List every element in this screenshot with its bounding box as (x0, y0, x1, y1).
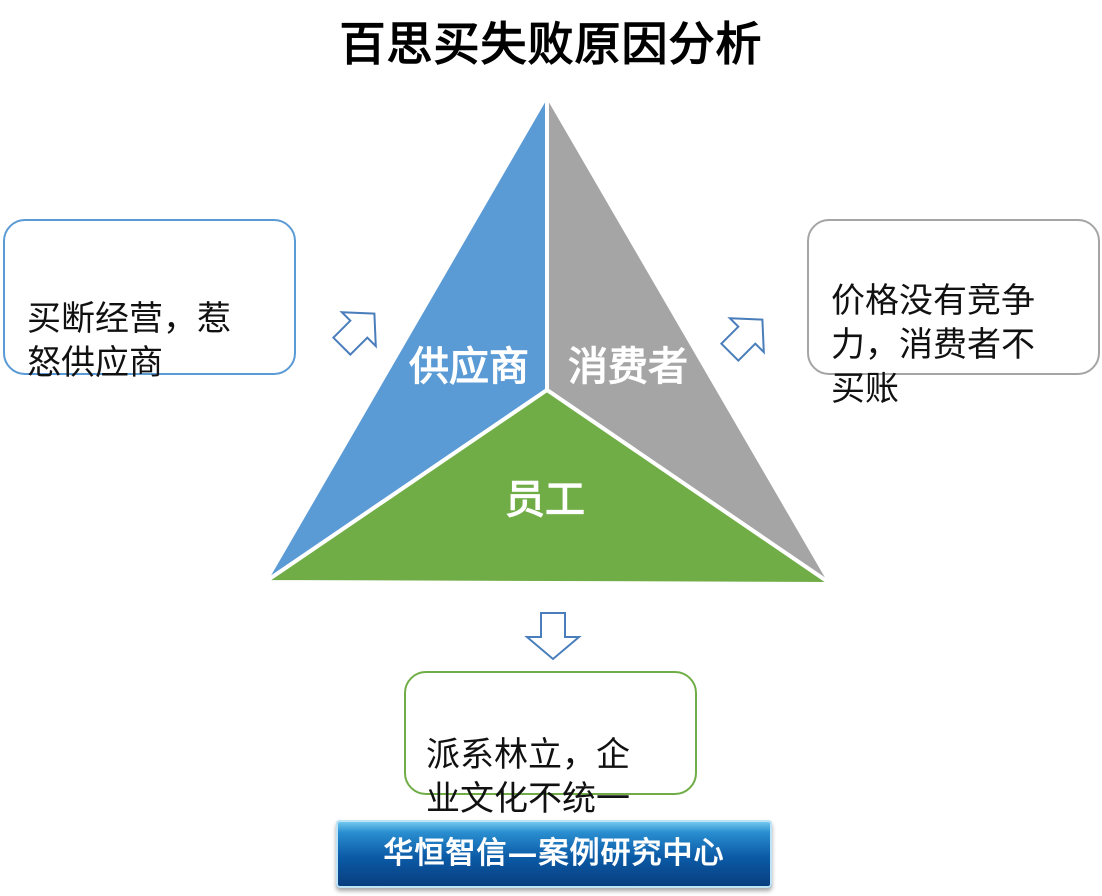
arrow-up-right-icon (719, 317, 765, 363)
employee-section (263, 388, 833, 586)
supplier-label: 供应商 (409, 344, 529, 390)
arrow-up-left-icon (331, 311, 377, 357)
consumer-reason-box: 价格没有竞争 力，消费者不 买账 (807, 219, 1100, 409)
footer-banner: 华恒智信—案例研究中心 (336, 820, 772, 888)
employee-reason-box: 派系林立，企 业文化不统一 (404, 671, 697, 819)
employee-reason-text: 派系林立，企 业文化不统一 (426, 735, 630, 819)
consumer-label: 消费者 (568, 344, 688, 390)
consumer-reason-text: 价格没有竞争 力，消费者不 买账 (831, 281, 1035, 409)
arrow-down-icon (524, 612, 582, 661)
employee-label: 员工 (505, 477, 585, 523)
supplier-reason-text: 买断经营，惹 怒供应商 (27, 299, 231, 383)
footer-text: 华恒智信—案例研究中心 (383, 836, 725, 871)
supplier-reason-box: 买断经营，惹 怒供应商 (3, 219, 296, 383)
page-title: 百思买失败原因分析 (339, 17, 763, 71)
